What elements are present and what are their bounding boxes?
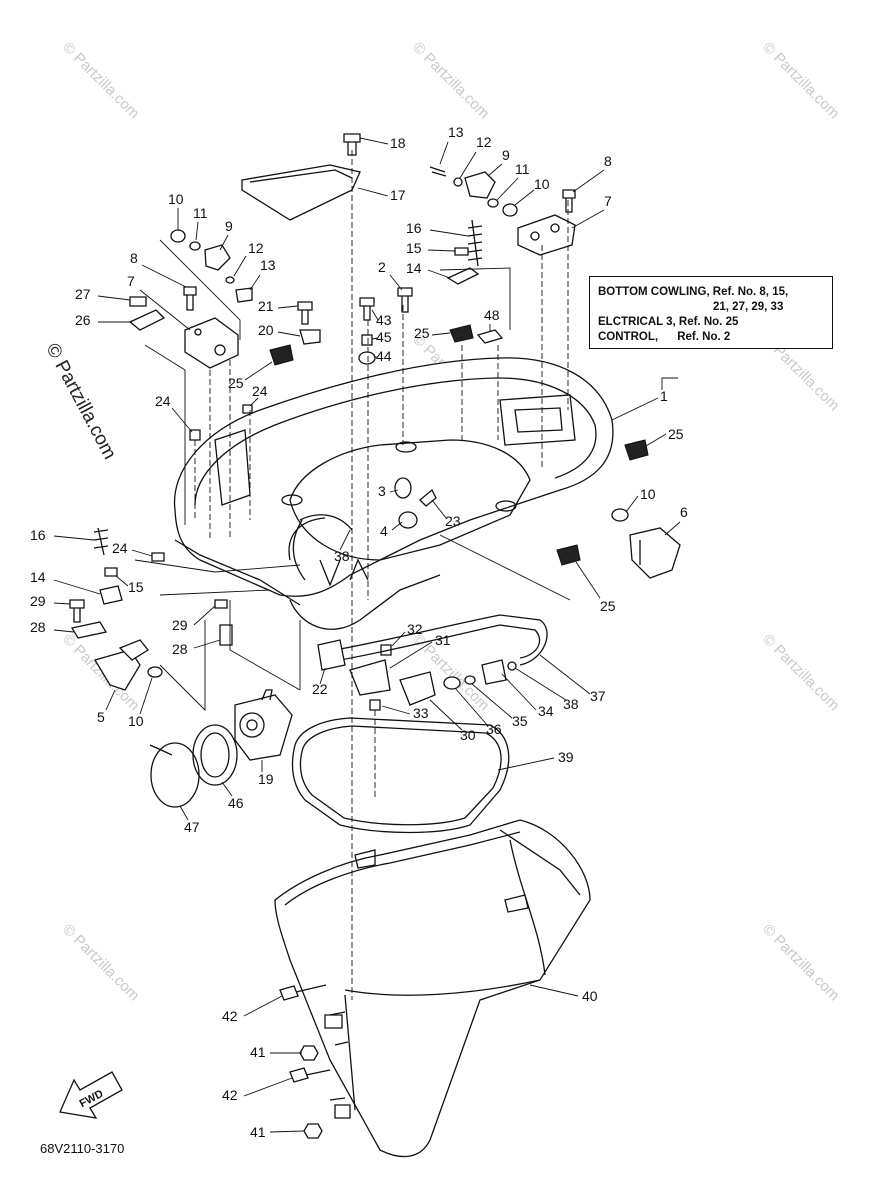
callout-10d: 10 <box>128 713 144 729</box>
callout-40: 40 <box>582 988 598 1004</box>
callout-14b: 14 <box>30 569 46 585</box>
callout-43: 43 <box>376 312 392 328</box>
callout-3: 3 <box>378 483 386 499</box>
lower-left-parts <box>69 527 293 808</box>
callout-28b: 28 <box>172 641 188 657</box>
callout-24: 24 <box>252 383 268 399</box>
gasket <box>291 717 510 834</box>
fwd-arrow: FWD <box>59 1071 123 1119</box>
callout-22: 22 <box>312 681 328 697</box>
callout-17: 17 <box>390 187 406 203</box>
callout-41: 41 <box>250 1044 266 1060</box>
diagram-code: 68V2110-3170 <box>40 1141 125 1156</box>
watermark: © Partzilla.com <box>59 921 142 1004</box>
callout-11b: 11 <box>193 205 208 221</box>
callout-32: 32 <box>407 621 423 637</box>
callout-10: 10 <box>534 176 550 192</box>
reference-row: ELCTRICAL 3, Ref. No. 25 <box>598 316 739 328</box>
callout-27: 27 <box>75 286 91 302</box>
callout-19: 19 <box>258 771 274 787</box>
callout-6: 6 <box>680 504 688 520</box>
callout-48: 48 <box>484 307 500 323</box>
callout-14: 14 <box>406 260 422 276</box>
callout-24b: 24 <box>155 393 171 409</box>
callout-8b: 8 <box>130 250 138 266</box>
callout-29b: 29 <box>172 617 188 633</box>
callout-42b: 42 <box>222 1087 238 1103</box>
reference-row: CONTROL, Ref. No. 2 <box>598 331 731 343</box>
callout-26: 26 <box>75 312 91 328</box>
callout-16b: 16 <box>30 527 46 543</box>
callout-36: 36 <box>486 721 502 737</box>
callout-24c: 24 <box>112 540 128 556</box>
callout-13: 13 <box>448 124 464 140</box>
callout-16: 16 <box>406 220 422 236</box>
callout-31: 31 <box>435 632 451 648</box>
callout-28: 28 <box>30 619 46 635</box>
reference-row: BOTTOM COWLING, Ref. No. 8, 15, <box>598 286 789 298</box>
callout-42: 42 <box>222 1008 238 1024</box>
callout-5: 5 <box>97 709 105 725</box>
callout-9: 9 <box>502 147 510 163</box>
callout-11: 11 <box>515 161 530 177</box>
callout-13b: 13 <box>260 257 276 273</box>
callout-38b: 38 <box>563 696 579 712</box>
callout-37: 37 <box>590 688 606 704</box>
callout-21: 21 <box>258 298 274 314</box>
callout-15b: 15 <box>128 579 144 595</box>
callout-12b: 12 <box>248 240 264 256</box>
callout-1: 1 <box>660 388 668 404</box>
top-parts <box>128 133 681 579</box>
callout-10b: 10 <box>168 191 184 207</box>
callout-25d: 25 <box>600 598 616 614</box>
callout-44: 44 <box>376 348 392 364</box>
watermark: © Partzilla.com <box>759 921 842 1004</box>
callout-38: 38 <box>334 548 350 564</box>
bracket-lines <box>134 239 678 712</box>
callout-41b: 41 <box>250 1124 266 1140</box>
callout-30: 30 <box>460 727 476 743</box>
reference-box: BOTTOM COWLING, Ref. No. 8, 15, 21, 27, … <box>589 276 833 349</box>
lower-cowling <box>274 819 591 1158</box>
callout-23: 23 <box>445 513 461 529</box>
watermark: © Partzilla.com <box>759 39 842 122</box>
callout-8: 8 <box>604 153 612 169</box>
callout-15: 15 <box>406 240 422 256</box>
callout-10c: 10 <box>640 486 656 502</box>
callout-35: 35 <box>512 713 528 729</box>
callout-45: 45 <box>376 329 392 345</box>
callout-25c: 25 <box>668 426 684 442</box>
callout-12: 12 <box>476 134 492 150</box>
callout-33: 33 <box>413 705 429 721</box>
assembly-lines <box>194 150 569 1000</box>
callout-47: 47 <box>184 819 200 835</box>
callout-7: 7 <box>604 193 612 209</box>
watermark: © Partzilla.com <box>409 39 492 122</box>
bottom-cowling-tray <box>173 357 614 630</box>
callout-20: 20 <box>258 322 274 338</box>
hose-parts <box>292 519 548 711</box>
callout-9b: 9 <box>225 218 233 234</box>
callout-25: 25 <box>228 375 244 391</box>
callout-46: 46 <box>228 795 244 811</box>
callout-7b: 7 <box>127 273 135 289</box>
reference-row: 21, 27, 29, 33 <box>713 301 784 313</box>
callouts: 1 2 3 4 5 6 7 7 8 8 9 9 10 10 10 10 11 1… <box>30 124 688 1140</box>
callout-18: 18 <box>390 135 406 151</box>
callout-4: 4 <box>380 523 388 539</box>
callout-25b: 25 <box>414 325 430 341</box>
callout-39: 39 <box>558 749 574 765</box>
callout-34: 34 <box>538 703 554 719</box>
watermark: © Partzilla.com <box>59 39 142 122</box>
callout-2: 2 <box>378 259 386 275</box>
callout-29: 29 <box>30 593 46 609</box>
watermark: © Partzilla.com <box>759 631 842 714</box>
